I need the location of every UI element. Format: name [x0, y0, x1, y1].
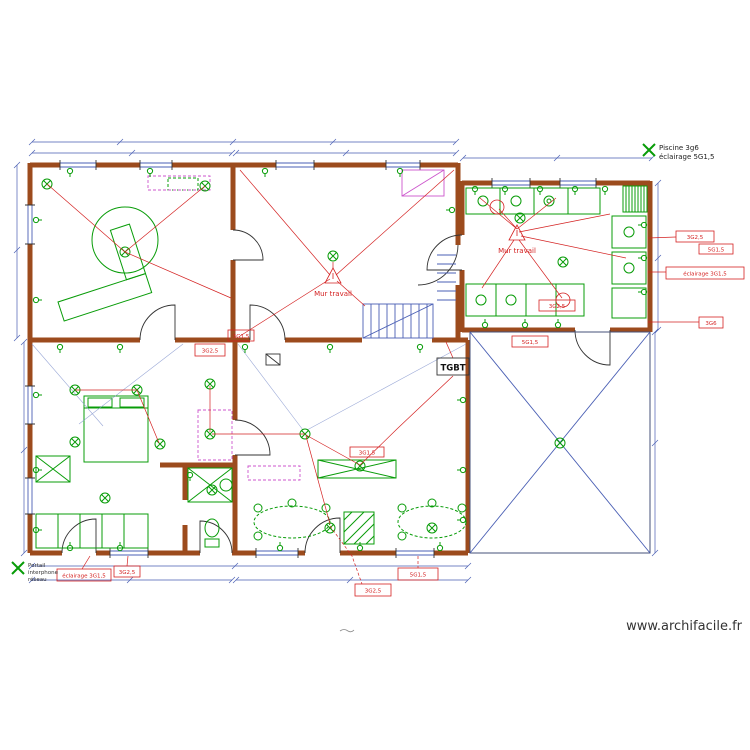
svg-text:3G2,5: 3G2,5	[202, 349, 219, 355]
stairs	[362, 254, 456, 339]
wiring	[46, 169, 699, 585]
gate-point-marker: Portail interphone réseau	[11, 561, 59, 583]
pool-note-line1: Piscine 3g6	[659, 144, 699, 152]
svg-text:5G1,5: 5G1,5	[708, 248, 725, 254]
svg-text:3G2,5: 3G2,5	[119, 570, 136, 576]
warning-triangle-icon	[324, 224, 526, 284]
room-garage	[31, 331, 651, 554]
svg-text:3G6: 3G6	[705, 321, 717, 327]
svg-text:5G1,5: 5G1,5	[522, 340, 539, 346]
svg-text:éclairage 3G1,5: éclairage 3G1,5	[62, 573, 106, 580]
warning-label-top: Mur travail	[314, 290, 352, 298]
dimension-lines	[13, 138, 662, 584]
furniture	[35, 177, 648, 549]
furniture-magenta	[147, 169, 445, 481]
svg-text:3G2,5: 3G2,5	[687, 235, 704, 241]
svg-text:3G1,5: 3G1,5	[359, 451, 376, 457]
doors	[61, 229, 611, 554]
tgbt-label: TGBT	[440, 364, 465, 374]
pool-point-marker: Piscine 3g6 éclairage 5G1,5	[642, 143, 715, 161]
svg-text:3G1,5: 3G1,5	[233, 334, 250, 340]
svg-text:3G2,5: 3G2,5	[365, 589, 382, 595]
windows	[25, 160, 597, 558]
svg-text:3G2,5: 3G2,5	[549, 304, 566, 310]
tgbt-box: TGBT	[436, 357, 470, 376]
circuit-labels: 3G2,5 3G1,5 3G2,5 5G1,5 éclairage 3G1,5 …	[56, 230, 745, 597]
pool-note-line2: éclairage 5G1,5	[659, 153, 715, 161]
walls	[27, 162, 653, 556]
gate-note-line3: réseau	[28, 576, 47, 583]
gate-note-line1: Portail	[28, 563, 46, 569]
warning-label-kitchen: Mur travail	[498, 247, 536, 255]
svg-text:éclairage 3G1,5: éclairage 3G1,5	[683, 271, 727, 278]
watermark: www.archifacile.fr	[626, 619, 742, 634]
svg-text:5G1,5: 5G1,5	[410, 573, 427, 579]
gate-note-line2: interphone	[28, 570, 59, 576]
page-center-mark	[339, 629, 355, 633]
